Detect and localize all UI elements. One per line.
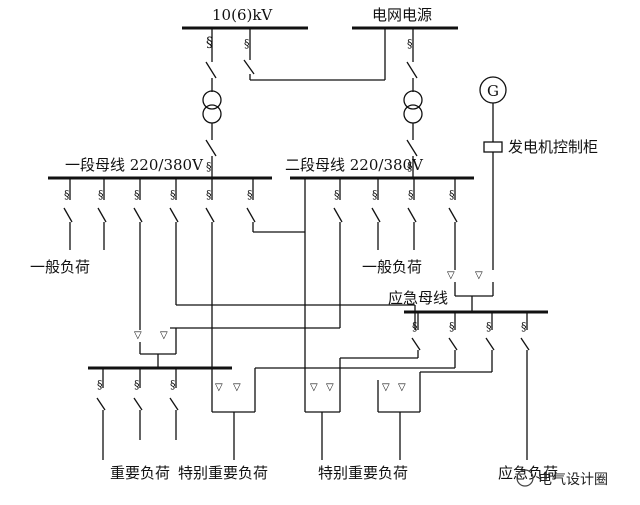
svg-text:▽: ▽ <box>326 382 334 393</box>
hv-tie: § <box>243 28 386 81</box>
emergency-load-label: 应急负荷 <box>498 464 558 482</box>
transformer-1-lower-winding <box>202 104 222 124</box>
bus2-feeders: § § § § <box>170 178 458 329</box>
svg-text:§: § <box>247 188 253 201</box>
general-load-right-label: 一般负荷 <box>362 258 422 276</box>
transformer-2-lower-winding <box>403 104 423 124</box>
svg-text:§: § <box>407 37 413 50</box>
special-group-1: ▽ ▽ <box>211 380 256 460</box>
svg-text:§: § <box>408 188 414 201</box>
svg-text:§: § <box>407 160 413 173</box>
svg-text:§: § <box>206 160 212 173</box>
svg-text:▽: ▽ <box>398 382 406 393</box>
special-load-mid-label: 特别重要负荷 <box>318 464 408 482</box>
svg-text:§: § <box>134 378 140 391</box>
emergency-feeders: § § § § <box>254 312 530 460</box>
watermark-text: 电气设计圈 <box>538 472 608 488</box>
svg-text:§: § <box>334 188 340 201</box>
svg-text:§: § <box>64 188 70 201</box>
hv-feeder-left: § § <box>202 28 222 178</box>
transformer-2-upper-winding <box>403 90 423 110</box>
special-load-left-label: 特别重要负荷 <box>178 464 268 482</box>
svg-text:§: § <box>170 188 176 201</box>
svg-text:§: § <box>449 188 455 201</box>
svg-text:▽: ▽ <box>382 382 390 393</box>
svg-text:§: § <box>449 320 455 333</box>
svg-text:§: § <box>206 188 212 201</box>
hv-source-right-label: 电网电源 <box>372 6 432 24</box>
svg-text:▽: ▽ <box>134 330 142 341</box>
svg-text:§: § <box>244 37 250 50</box>
generator: G <box>479 76 507 270</box>
emergency-bus-label: 应急母线 <box>388 289 448 307</box>
watermark: 电气设计圈 <box>516 469 608 488</box>
svg-text:§: § <box>372 188 378 201</box>
svg-text:▽: ▽ <box>447 270 455 281</box>
generator-panel-box <box>483 141 503 153</box>
important-ats: ▽ ▽ <box>134 328 177 368</box>
hv-feeder-right: § § <box>403 28 423 178</box>
lv-bus-1-label: 一段母线 220/380V <box>65 156 204 174</box>
svg-text:§: § <box>170 378 176 391</box>
svg-text:§: § <box>412 320 418 333</box>
svg-text:§: § <box>521 320 527 333</box>
special-group-3: ▽ ▽ <box>377 380 421 460</box>
svg-text:§: § <box>98 188 104 201</box>
bus1-feeders: § § § § § § <box>63 178 416 395</box>
generator-panel-label: 发电机控制柜 <box>508 138 598 156</box>
svg-text:§: § <box>97 378 103 391</box>
special-group-2: ▽ ▽ <box>304 232 341 460</box>
important-load-label: 重要负荷 <box>110 464 170 482</box>
lv-bus-2-label: 二段母线 220/380V <box>285 156 424 174</box>
general-load-left-label: 一般负荷 <box>30 258 90 276</box>
generator-symbol: G <box>487 82 499 100</box>
hv-source-left-label: 10(6)kV <box>212 6 273 24</box>
svg-text:▽: ▽ <box>215 382 223 393</box>
svg-text:▽: ▽ <box>160 330 168 341</box>
svg-text:§: § <box>206 35 213 51</box>
svg-text:§: § <box>486 320 492 333</box>
svg-text:§: § <box>134 188 140 201</box>
transformer-1-upper-winding <box>202 90 222 110</box>
important-feeders: § § § <box>96 368 179 460</box>
svg-text:▽: ▽ <box>475 270 483 281</box>
emergency-ats: ▽ ▽ <box>447 270 494 312</box>
wechat-icon <box>516 469 534 487</box>
svg-text:▽: ▽ <box>310 382 318 393</box>
svg-text:▽: ▽ <box>233 382 241 393</box>
